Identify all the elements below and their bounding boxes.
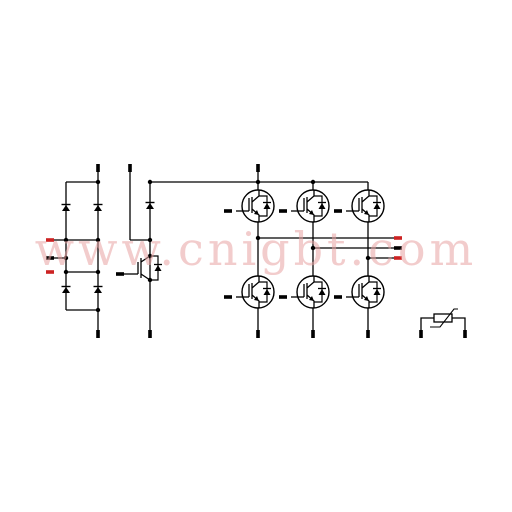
emitter-arrow xyxy=(309,296,314,301)
junction-dot xyxy=(95,179,101,185)
inverter-igbt-upper-1 xyxy=(236,189,275,223)
junction-dot xyxy=(95,307,101,313)
terminal-pin xyxy=(334,209,342,213)
igbt-housing xyxy=(296,189,330,223)
junction-dot xyxy=(255,179,261,185)
emitter-arrow xyxy=(254,210,259,215)
diode-triangle xyxy=(94,205,102,211)
junction-dot xyxy=(147,237,153,243)
diode-triangle xyxy=(263,289,271,295)
diode-triangle xyxy=(62,287,70,293)
diode-triangle xyxy=(318,203,326,209)
junction-dot xyxy=(147,253,153,259)
terminal-pin xyxy=(394,256,402,260)
brake-igbt xyxy=(122,255,162,281)
junctions xyxy=(63,179,371,313)
terminal-pin xyxy=(419,330,423,338)
terminal-pin xyxy=(256,164,260,172)
terminal-pin xyxy=(96,330,100,338)
junction-dot xyxy=(365,255,371,261)
terminal-pin xyxy=(366,330,370,338)
terminal-pin xyxy=(334,295,342,299)
terminal-pin xyxy=(46,270,54,274)
emitter-arrow xyxy=(364,210,369,215)
ntc-slash xyxy=(430,308,458,328)
junction-dot xyxy=(310,245,316,251)
terminal-pin xyxy=(394,246,402,250)
junction-dot xyxy=(95,269,101,275)
rectifier-diode-1 xyxy=(61,203,71,211)
terminal-pin xyxy=(46,238,54,242)
rectifier-diode-3 xyxy=(61,285,71,293)
inverter-igbt-upper-3 xyxy=(346,189,385,223)
junction-dot xyxy=(63,237,69,243)
terminals xyxy=(46,164,467,338)
terminal-pin xyxy=(311,330,315,338)
terminal-pin xyxy=(96,164,100,172)
diode-triangle xyxy=(318,289,326,295)
igbt-housing xyxy=(351,275,385,309)
inverter-igbt-lower-1 xyxy=(236,275,275,309)
ntc-lead-left xyxy=(420,317,434,330)
terminal-pin xyxy=(394,236,402,240)
rectifier-diode-2 xyxy=(93,203,103,211)
terminal-pin xyxy=(148,330,152,338)
terminal-pin xyxy=(224,209,232,213)
components xyxy=(61,189,466,330)
igbt-housing xyxy=(241,275,275,309)
rectifier-diode-4 xyxy=(93,285,103,293)
diode-triangle xyxy=(263,203,271,209)
junction-dot xyxy=(63,269,69,275)
igbt-housing xyxy=(241,189,275,223)
terminal-pin xyxy=(279,209,287,213)
diode-triangle xyxy=(373,203,381,209)
diode-triangle xyxy=(154,265,162,271)
brake-diode xyxy=(145,201,155,209)
inverter-igbt-lower-2 xyxy=(291,275,330,309)
diode-triangle xyxy=(62,205,70,211)
terminal-pin xyxy=(256,330,260,338)
inverter-igbt-upper-2 xyxy=(291,189,330,223)
emitter-arrow xyxy=(254,296,259,301)
igbt-housing xyxy=(296,275,330,309)
junction-dot xyxy=(255,235,261,241)
ntc-body xyxy=(433,313,453,323)
junction-dot xyxy=(147,179,153,185)
diode-triangle xyxy=(146,203,154,209)
igbt-housing xyxy=(351,189,385,223)
junction-dot xyxy=(95,237,101,243)
junction-dot xyxy=(310,179,316,185)
terminal-pin xyxy=(463,330,467,338)
emitter-arrow xyxy=(364,296,369,301)
inverter-igbt-lower-3 xyxy=(346,275,385,309)
emitter-arrow xyxy=(309,210,314,215)
wires xyxy=(48,166,398,334)
junction-dot xyxy=(147,277,153,283)
terminal-pin xyxy=(116,272,124,276)
terminal-pin xyxy=(279,295,287,299)
terminal-pin xyxy=(46,256,54,260)
diode-triangle xyxy=(373,289,381,295)
terminal-pin xyxy=(224,295,232,299)
ntc-thermistor xyxy=(420,308,466,330)
terminal-pin xyxy=(128,164,132,172)
diode-triangle xyxy=(94,287,102,293)
junction-dot xyxy=(63,255,69,261)
ntc-lead-right xyxy=(452,317,466,330)
